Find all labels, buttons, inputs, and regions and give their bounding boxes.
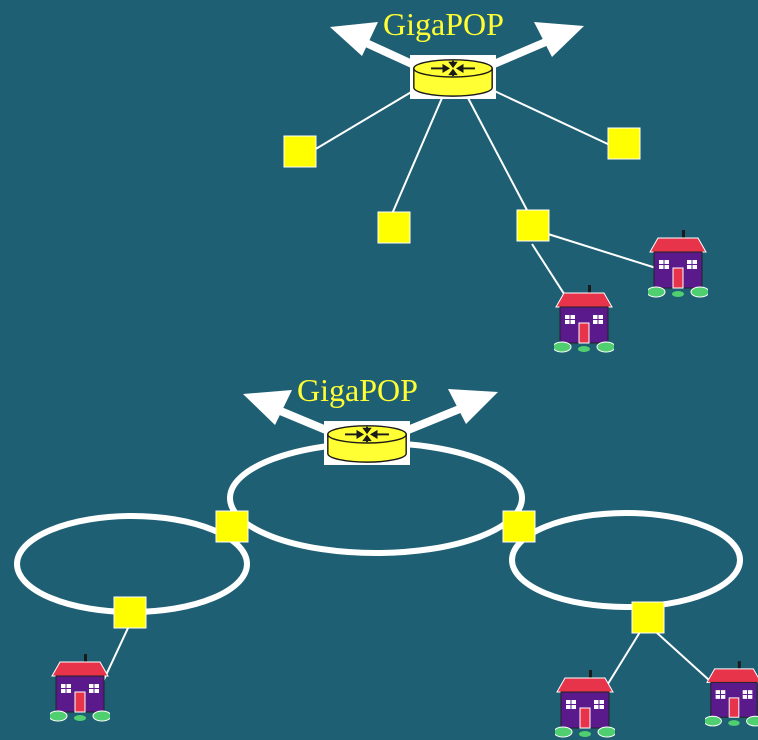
link [467, 97, 529, 213]
gigapop-label: GigaPOP [383, 6, 504, 42]
access-node [631, 601, 665, 634]
link [313, 87, 419, 151]
router-icon [410, 54, 496, 100]
house-icon [554, 285, 614, 353]
gigapop-label: GigaPOP [297, 372, 418, 408]
link [547, 233, 657, 269]
house-icon [705, 660, 758, 727]
house-icon [648, 230, 708, 298]
top-links [313, 87, 657, 301]
ring-right [509, 510, 743, 610]
access-node [377, 211, 411, 244]
access-node [502, 510, 536, 543]
access-node [113, 596, 147, 629]
house-icon [555, 670, 615, 738]
uplink-arrow-right [492, 22, 584, 68]
link [487, 87, 613, 147]
link [99, 627, 129, 689]
bottom-topology [14, 389, 758, 738]
uplink-arrow-left [330, 22, 414, 68]
access-node [215, 510, 249, 543]
house-icon [50, 654, 110, 722]
access-node [516, 209, 550, 242]
top-topology [283, 22, 708, 353]
link [391, 97, 443, 215]
bottom-links [99, 627, 721, 701]
link [531, 243, 569, 301]
access-node [283, 135, 317, 168]
uplink-arrow-right [406, 389, 498, 434]
router-icon [324, 420, 410, 466]
access-node [607, 127, 641, 160]
uplink-arrow-left [243, 390, 328, 434]
